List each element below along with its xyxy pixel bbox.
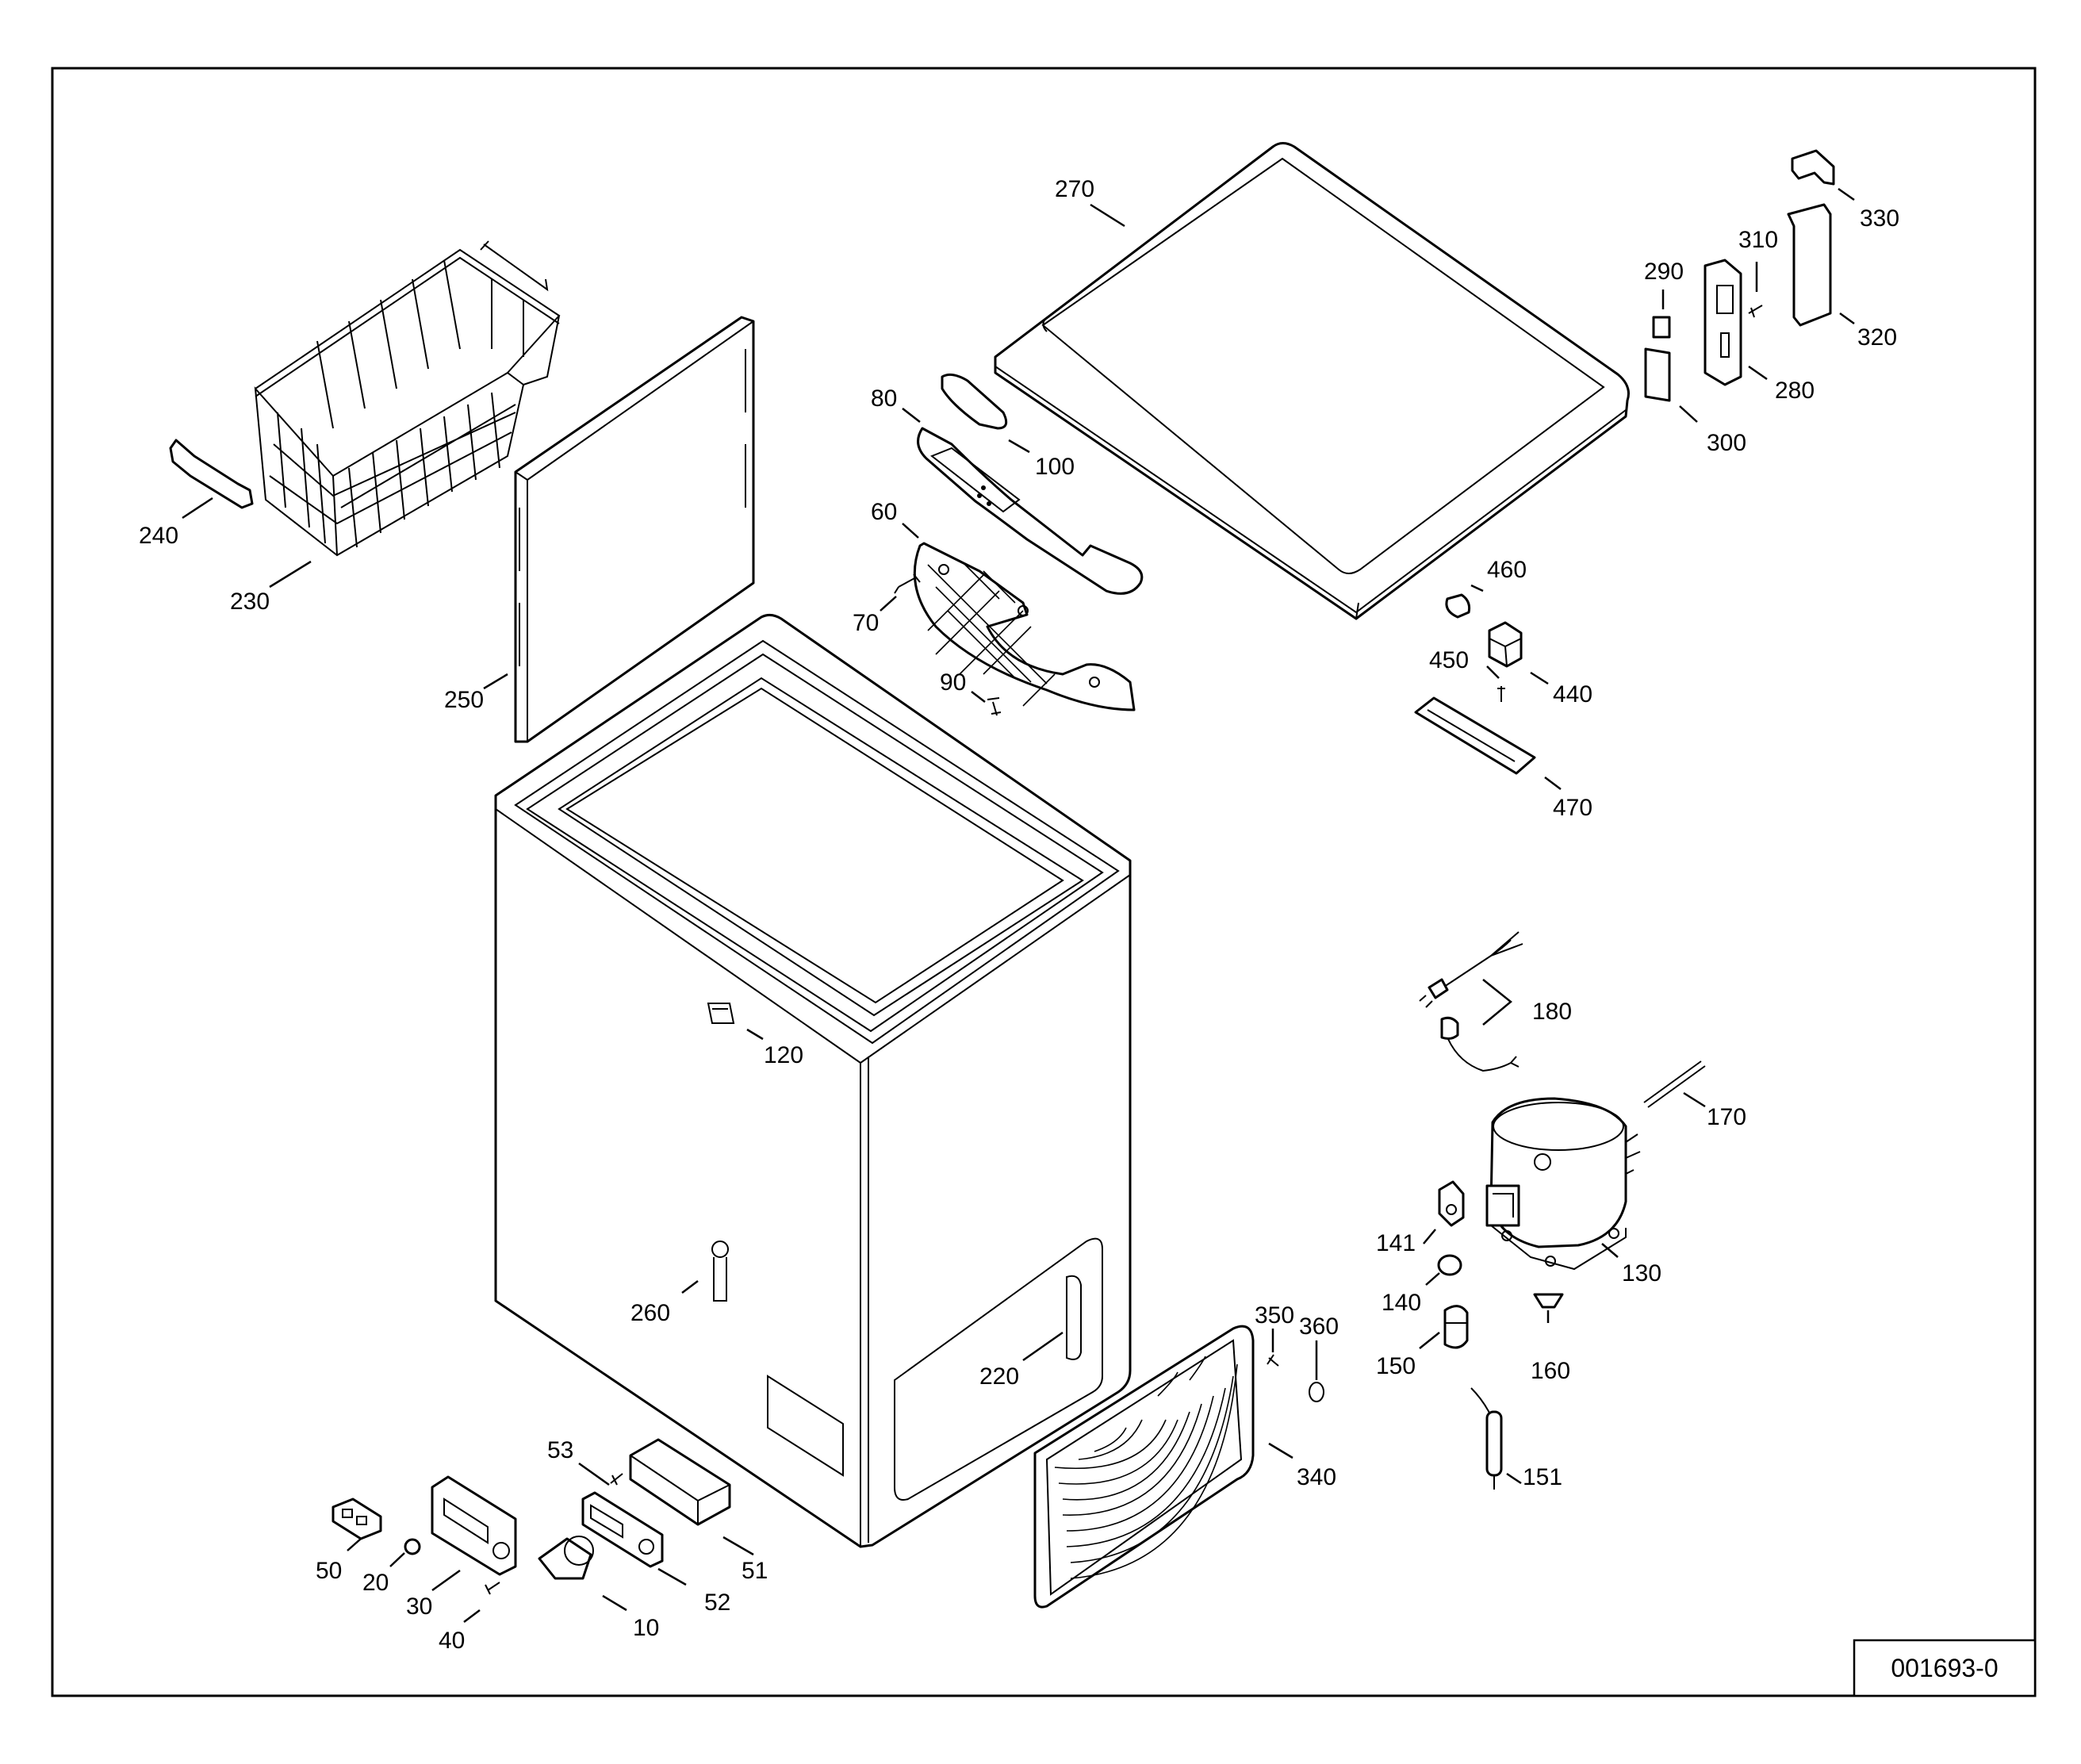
label-160: 160: [1531, 1358, 1570, 1384]
label-280: 280: [1775, 378, 1815, 404]
label-220: 220: [979, 1363, 1019, 1390]
label-290: 290: [1644, 259, 1684, 285]
label-330: 330: [1860, 205, 1899, 232]
indicator-50: [332, 1497, 382, 1540]
electronics-box-51: [629, 1438, 731, 1526]
hinge-cover-320: [1787, 203, 1832, 327]
label-150: 150: [1376, 1353, 1416, 1379]
nut-20: [404, 1538, 421, 1555]
label-260: 260: [630, 1300, 670, 1326]
overload-150: [1443, 1305, 1469, 1349]
switch-box-52: [581, 1491, 664, 1568]
freezer-cabinet: [494, 613, 1132, 1548]
label-53: 53: [547, 1437, 573, 1463]
pipe-170: [1643, 1060, 1706, 1108]
label-40: 40: [439, 1628, 465, 1654]
thermostat-10: [538, 1536, 594, 1580]
ventilation-grille: [1033, 1325, 1255, 1609]
basket-clip: [169, 439, 254, 509]
washer-360: [1309, 1382, 1324, 1402]
label-320: 320: [1857, 324, 1897, 351]
wire-basket: [254, 240, 561, 557]
label-30: 30: [406, 1593, 432, 1620]
lamp-cover-470: [1414, 696, 1536, 775]
freezer-lid: [994, 142, 1630, 620]
label-360: 360: [1299, 1313, 1339, 1340]
cap-140: [1437, 1254, 1462, 1276]
label-130: 130: [1622, 1260, 1661, 1287]
part-labels: 270 80 100 60 70 90 240 230 250 120 260 …: [139, 176, 1899, 1654]
power-cord: [1419, 931, 1523, 1072]
plate-290: [1652, 316, 1671, 339]
label-70: 70: [853, 610, 879, 636]
capacitor-151: [1470, 1387, 1503, 1490]
label-310: 310: [1738, 227, 1778, 253]
label-230: 230: [230, 589, 270, 615]
screw-40: [485, 1582, 500, 1595]
screw-53: [610, 1473, 623, 1486]
leader-lines: [182, 187, 1855, 1623]
drawing-frame: [51, 67, 2037, 1697]
label-51: 51: [742, 1558, 768, 1584]
lamp-holder-440: [1488, 621, 1523, 668]
label-141: 141: [1376, 1230, 1416, 1256]
label-20: 20: [362, 1570, 389, 1596]
hinge-280: [1704, 259, 1742, 386]
label-240: 240: [139, 523, 178, 549]
screw-450: [1497, 686, 1505, 702]
label-440: 440: [1553, 681, 1592, 708]
label-300: 300: [1707, 430, 1746, 456]
label-52: 52: [704, 1590, 730, 1616]
lid-handle: [917, 373, 1144, 595]
label-80: 80: [871, 385, 897, 412]
control-panel-30: [431, 1475, 517, 1576]
label-270: 270: [1055, 176, 1094, 202]
label-250: 250: [444, 687, 484, 713]
label-151: 151: [1523, 1464, 1562, 1490]
inner-panel: [514, 316, 755, 743]
screw-350: [1267, 1354, 1279, 1367]
screw-70: [894, 573, 921, 594]
screw-90: [987, 697, 1002, 716]
relay-141: [1438, 1180, 1465, 1227]
plate-300: [1644, 347, 1671, 402]
label-90: 90: [940, 669, 966, 696]
compressor: [1485, 1097, 1641, 1271]
label-100: 100: [1035, 454, 1075, 480]
label-180: 180: [1532, 999, 1572, 1025]
lamp-460: [1445, 593, 1471, 619]
drawing-ref-number: 001693-0: [1891, 1654, 1998, 1682]
label-60: 60: [871, 499, 897, 525]
label-350: 350: [1255, 1302, 1294, 1329]
handle-bracket: [913, 542, 1136, 711]
label-10: 10: [633, 1615, 659, 1641]
label-460: 460: [1487, 557, 1527, 583]
rubber-foot-160: [1533, 1293, 1564, 1309]
label-340: 340: [1297, 1464, 1336, 1490]
label-170: 170: [1707, 1104, 1746, 1130]
label-120: 120: [764, 1042, 803, 1068]
label-50: 50: [316, 1558, 342, 1584]
drawing-ref-box: [1853, 1639, 2037, 1697]
label-140: 140: [1382, 1290, 1421, 1316]
label-470: 470: [1553, 795, 1592, 821]
hinge-cap-330: [1791, 149, 1835, 186]
label-450: 450: [1429, 647, 1469, 673]
screw-310: [1748, 305, 1763, 318]
